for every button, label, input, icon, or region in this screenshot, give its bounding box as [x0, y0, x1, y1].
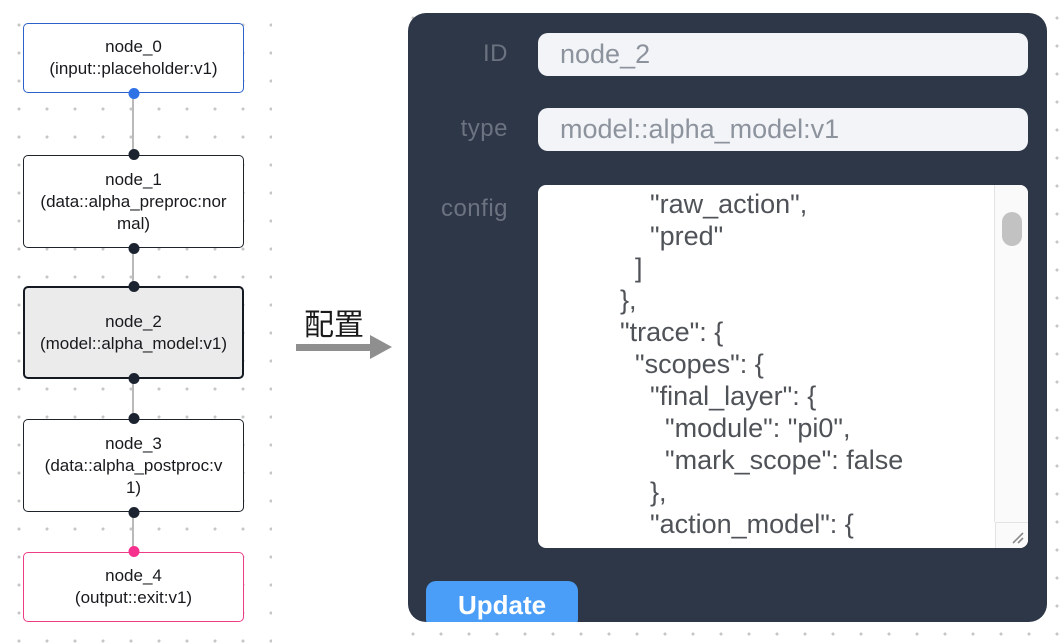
- node-id: node_4: [105, 566, 162, 585]
- node-type-label: (input::placeholder:v1): [49, 59, 218, 78]
- node_4-input-port[interactable]: [128, 546, 139, 557]
- edge-node3-node4: [132, 512, 134, 552]
- node_2-output-port[interactable]: [128, 373, 139, 384]
- config-json-text[interactable]: "raw_action", "pred" ] }, "trace": { "sc…: [620, 189, 904, 539]
- edge-node2-node3: [132, 379, 134, 419]
- resize-grip-icon: [1012, 532, 1024, 544]
- node-type-label: (output::exit:v1): [74, 588, 193, 607]
- node-id: node_1: [105, 169, 162, 189]
- node_3-input-port[interactable]: [128, 413, 139, 424]
- configure-annotation: 配置: [304, 309, 364, 342]
- config-resize-handle[interactable]: [995, 522, 1028, 548]
- type-input[interactable]: [538, 108, 1028, 151]
- config-field-label: config: [440, 195, 508, 222]
- flow-canvas[interactable]: node_0 (input::placeholder:v1) node_1 (d…: [0, 0, 272, 643]
- right-arrow-icon: [296, 344, 370, 351]
- type-field-label: type: [460, 115, 508, 142]
- id-input[interactable]: [538, 33, 1028, 76]
- edge-node1-node2: [132, 248, 134, 286]
- node-node_1[interactable]: node_1 (data::alpha_preproc:normal): [23, 149, 244, 254]
- update-button[interactable]: Update: [426, 581, 578, 622]
- config-scrollbar-thumb[interactable]: [1001, 212, 1022, 246]
- node-type-label: (model::alpha_model:v1): [39, 333, 228, 353]
- node-node_4[interactable]: node_4 (output::exit:v1): [23, 546, 244, 622]
- config-editor[interactable]: "raw_action", "pred" ] }, "trace": { "sc…: [538, 185, 1028, 548]
- node-id: node_0: [105, 37, 162, 56]
- edge-node0-node1: [132, 93, 134, 155]
- node_1-output-port[interactable]: [128, 243, 139, 254]
- id-field-label: ID: [483, 40, 508, 67]
- node-node_3[interactable]: node_3 (data::alpha_postproc:v1): [23, 413, 244, 518]
- node_2-input-port[interactable]: [128, 281, 139, 292]
- node-type-label: (data::alpha_preproc:normal): [40, 191, 227, 233]
- right-arrow-head-icon: [370, 335, 392, 359]
- node-type-label: (data::alpha_postproc:v1): [44, 455, 223, 497]
- node-id: node_3: [105, 433, 162, 453]
- node-id: node_2: [105, 311, 162, 331]
- node-node_0[interactable]: node_0 (input::placeholder:v1): [23, 23, 244, 99]
- node_0-output-port[interactable]: [128, 88, 139, 99]
- node_3-output-port[interactable]: [128, 507, 139, 518]
- config-scrollbar-track[interactable]: [994, 185, 1028, 522]
- node-node_2[interactable]: node_2 (model::alpha_model:v1): [23, 281, 244, 384]
- node-config-panel: ID type config "raw_action", "pred" ] },…: [408, 13, 1047, 622]
- node_1-input-port[interactable]: [128, 149, 139, 160]
